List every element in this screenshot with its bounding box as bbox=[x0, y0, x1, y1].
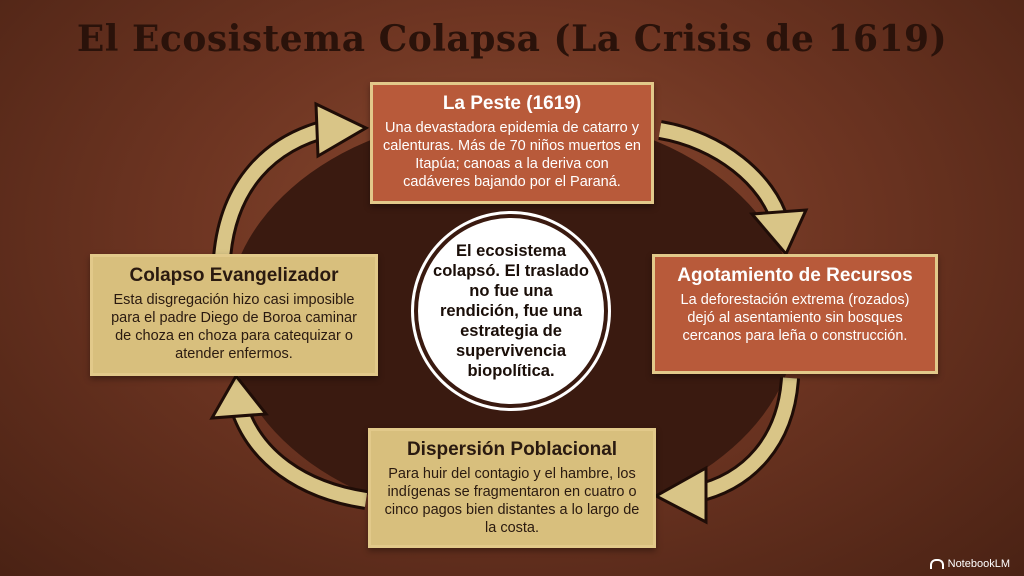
arrow-bottom-to-left-head bbox=[209, 373, 269, 420]
notebooklm-logo-icon bbox=[929, 559, 944, 569]
node-body: Para huir del contagio y el hambre, los … bbox=[384, 466, 640, 536]
node-heading: Agotamiento de Recursos bbox=[677, 265, 913, 286]
node-dispersion-poblacional: Dispersión Poblacional Para huir del con… bbox=[368, 428, 656, 548]
node-colapso-evangelizador: Colapso Evangelizador Esta disgregación … bbox=[90, 254, 378, 376]
center-text: El ecosistema colapsó. El traslado no fu… bbox=[433, 242, 589, 380]
arrow-top-to-right-head bbox=[748, 208, 809, 257]
center-circle: El ecosistema colapsó. El traslado no fu… bbox=[414, 214, 608, 408]
node-heading: Colapso Evangelizador bbox=[129, 265, 339, 286]
arrow-left-to-top-head bbox=[314, 101, 370, 159]
arrow-left-to-top bbox=[215, 121, 332, 259]
brand-label: NotebookLM bbox=[947, 558, 1010, 570]
node-body: Esta disgregación hizo casi imposible pa… bbox=[111, 292, 357, 362]
arrow-right-to-bottom-head bbox=[652, 465, 708, 525]
arrow-bottom-to-left bbox=[233, 407, 368, 507]
node-body: La deforestación extrema (rozados) dejó … bbox=[680, 292, 910, 344]
slide-title: El Ecosistema Colapsa (La Crisis de 1619… bbox=[76, 18, 948, 60]
node-la-peste: La Peste (1619) Una devastadora epidemia… bbox=[370, 82, 654, 204]
node-body: Una devastadora epidemia de catarro y ca… bbox=[383, 120, 641, 190]
node-agotamiento-recursos: Agotamiento de Recursos La deforestación… bbox=[652, 254, 938, 374]
arrow-right-to-bottom bbox=[692, 377, 797, 501]
node-heading: Dispersión Poblacional bbox=[406, 439, 618, 460]
arrow-top-to-right bbox=[658, 123, 787, 225]
node-heading: La Peste (1619) bbox=[442, 93, 582, 114]
brand-watermark: NotebookLM bbox=[929, 558, 1010, 570]
